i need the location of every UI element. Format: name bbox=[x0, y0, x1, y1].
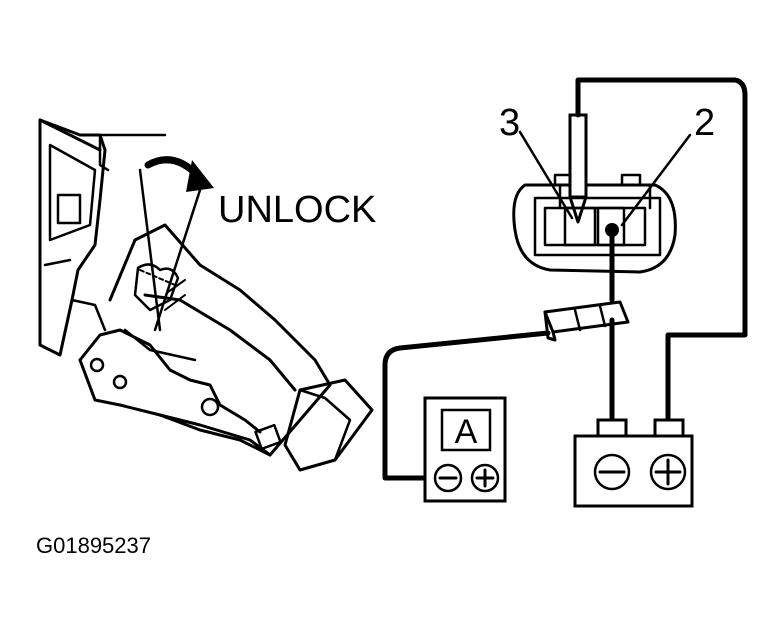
ammeter: A bbox=[423, 396, 507, 503]
battery bbox=[573, 418, 694, 508]
test-circuit: A bbox=[382, 77, 748, 508]
terminal-label-3: 3 bbox=[499, 102, 520, 144]
rotation-arrow-icon bbox=[186, 160, 214, 192]
unlock-label: UNLOCK bbox=[218, 189, 376, 231]
connector-housing bbox=[512, 183, 677, 274]
door-lock-actuator-illustration bbox=[38, 118, 374, 472]
ammeter-symbol: A bbox=[455, 413, 478, 451]
test-probe bbox=[568, 113, 588, 199]
terminal-label-2: 2 bbox=[694, 102, 715, 144]
figure-id: G01895237 bbox=[36, 533, 151, 558]
